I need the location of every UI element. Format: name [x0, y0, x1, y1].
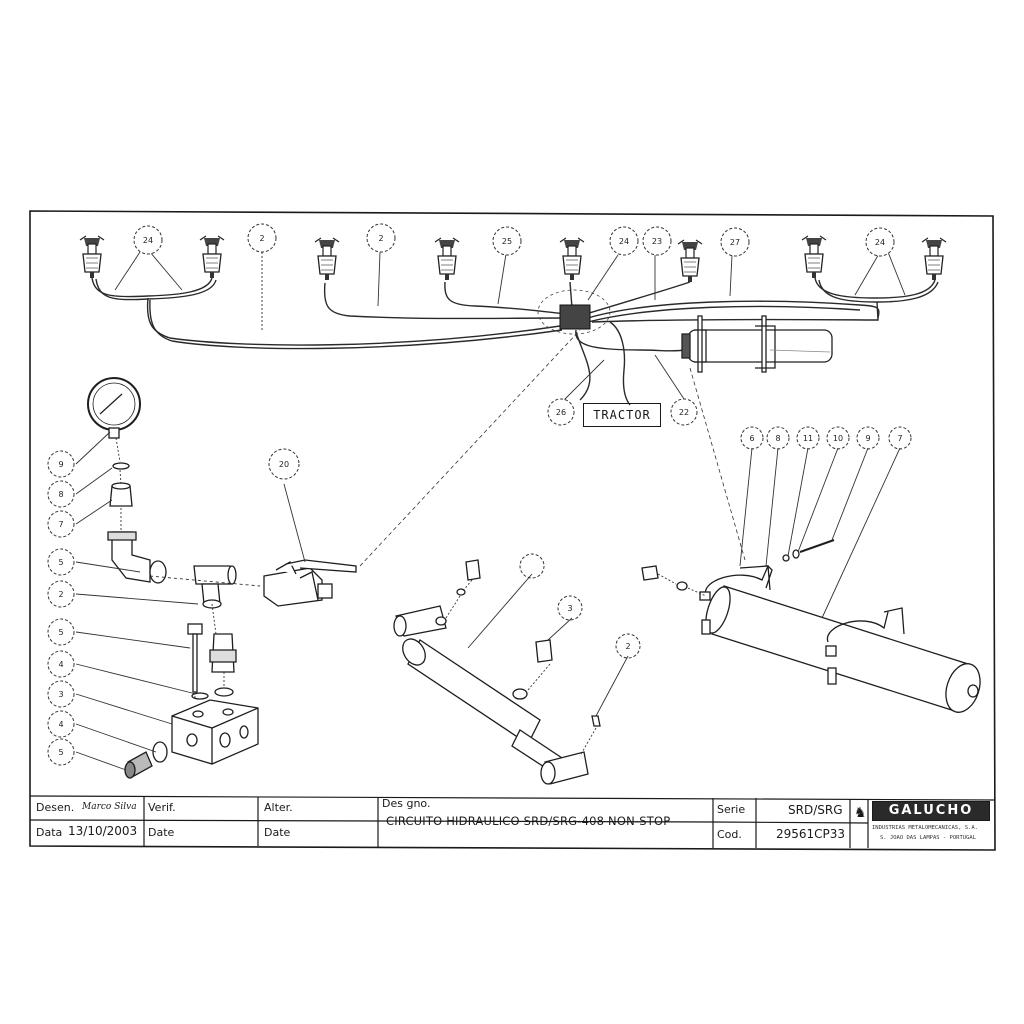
- callout-bubble: [865, 227, 895, 257]
- callout-number: 24: [875, 238, 885, 247]
- hydraulic-cylinder: [393, 559, 601, 785]
- callout-bubble: [47, 548, 75, 576]
- callout-number: 3: [58, 690, 63, 699]
- callout-bubble: [642, 226, 672, 256]
- desen-label: Desen.: [36, 801, 75, 814]
- callout-number: 4: [58, 720, 63, 729]
- date-label: Date: [264, 826, 291, 839]
- data-label: Data: [36, 826, 63, 839]
- callout-bubble: [547, 398, 575, 426]
- callout-number: 11: [803, 434, 813, 443]
- verif-label: Verif.: [148, 801, 176, 814]
- company-emblem-icon: ♞: [854, 805, 867, 821]
- callout-bubble: [366, 223, 396, 253]
- sprayer-nozzle: [677, 239, 703, 283]
- callout-bubble: [615, 633, 641, 659]
- callout-bubble: [47, 680, 75, 708]
- callout-number: 8: [775, 434, 780, 443]
- callout-number: 2: [58, 590, 63, 599]
- callout-number: 27: [730, 238, 740, 247]
- serie-label: Serie: [717, 803, 746, 816]
- callout-bubble: [670, 398, 698, 426]
- callout-bubble: [492, 226, 522, 256]
- cod-label: Cod.: [717, 828, 742, 841]
- drawing-title: CIRCUITO HIDRAULICO SRD/SRG-408 NON-STOP: [386, 814, 671, 828]
- callout-number: 8: [58, 490, 63, 499]
- callout-number: 2: [259, 234, 264, 243]
- callout-number: 5: [58, 628, 63, 637]
- callout-number: 6: [749, 434, 754, 443]
- accumulator-top: [681, 315, 833, 373]
- callout-bubble: [47, 580, 75, 608]
- sprayer-nozzle: [434, 237, 460, 281]
- tractor-label: TRACTOR: [583, 403, 661, 427]
- hose-circuit: [91, 277, 939, 406]
- callout-bubble: [609, 226, 639, 256]
- company-logo: GALUCHO: [872, 801, 990, 821]
- sprayer-nozzle: [314, 237, 340, 281]
- sprayer-nozzle: [199, 235, 225, 279]
- callout-number: 26: [556, 408, 566, 417]
- callout-bubble: [47, 650, 75, 678]
- callout-number: 4: [58, 660, 63, 669]
- desen-signature: Marco Silva: [82, 802, 137, 812]
- callout-number: 23: [652, 237, 662, 246]
- callout-number: 7: [58, 520, 63, 529]
- sprayer-nozzle: [559, 237, 585, 281]
- des-gno-label: Des gno.: [382, 797, 431, 810]
- callout-number: 2: [625, 642, 630, 651]
- title-block-grid: [29, 795, 996, 848]
- callout-bubble: [47, 618, 75, 646]
- callout-bubble: [47, 480, 75, 508]
- cod-value: 29561CP33: [776, 827, 846, 841]
- callout-bubble: [247, 223, 277, 253]
- callout-number: 22: [679, 408, 689, 417]
- callout-bubble: [47, 738, 75, 766]
- alter-label: Alter.: [264, 801, 293, 814]
- callout-bubble: [47, 450, 75, 478]
- callout-number: 5: [58, 748, 63, 757]
- callout-number: 24: [143, 236, 153, 245]
- callout-number: 9: [58, 460, 63, 469]
- company-address: S. JOAO DAS LAMPAS - PORTUGAL: [880, 835, 977, 841]
- data-value: 13/10/2003: [68, 824, 138, 838]
- callout-number: 25: [502, 237, 512, 246]
- serie-value: SRD/SRG: [788, 803, 843, 817]
- callout-bubble: [720, 227, 750, 257]
- accumulator-tank: [641, 539, 981, 713]
- gauge-assembly: [87, 377, 357, 779]
- callout-bubble: [268, 448, 300, 480]
- callout-bubble: [557, 595, 583, 621]
- callout-bubble: [133, 225, 163, 255]
- callout-bubble: [47, 510, 75, 538]
- sprayer-nozzle: [921, 237, 947, 281]
- callout-bubble: [519, 553, 545, 579]
- callout-number: 10: [833, 434, 843, 443]
- company-subtitle: INDUSTRIAS METALOMECANICAS, S.A.: [872, 825, 978, 831]
- callout-number: 5: [58, 558, 63, 567]
- callout-number: 7: [897, 434, 902, 443]
- sprayer-nozzle: [801, 235, 827, 279]
- callout-number: 2: [378, 234, 383, 243]
- callout-bubble: [47, 710, 75, 738]
- callout-number: 24: [619, 237, 629, 246]
- sprayer-nozzle: [79, 235, 105, 279]
- callout-number: 3: [567, 604, 572, 613]
- callout-number: 9: [865, 434, 870, 443]
- date-label: Date: [148, 826, 175, 839]
- callout-number: 20: [279, 460, 289, 469]
